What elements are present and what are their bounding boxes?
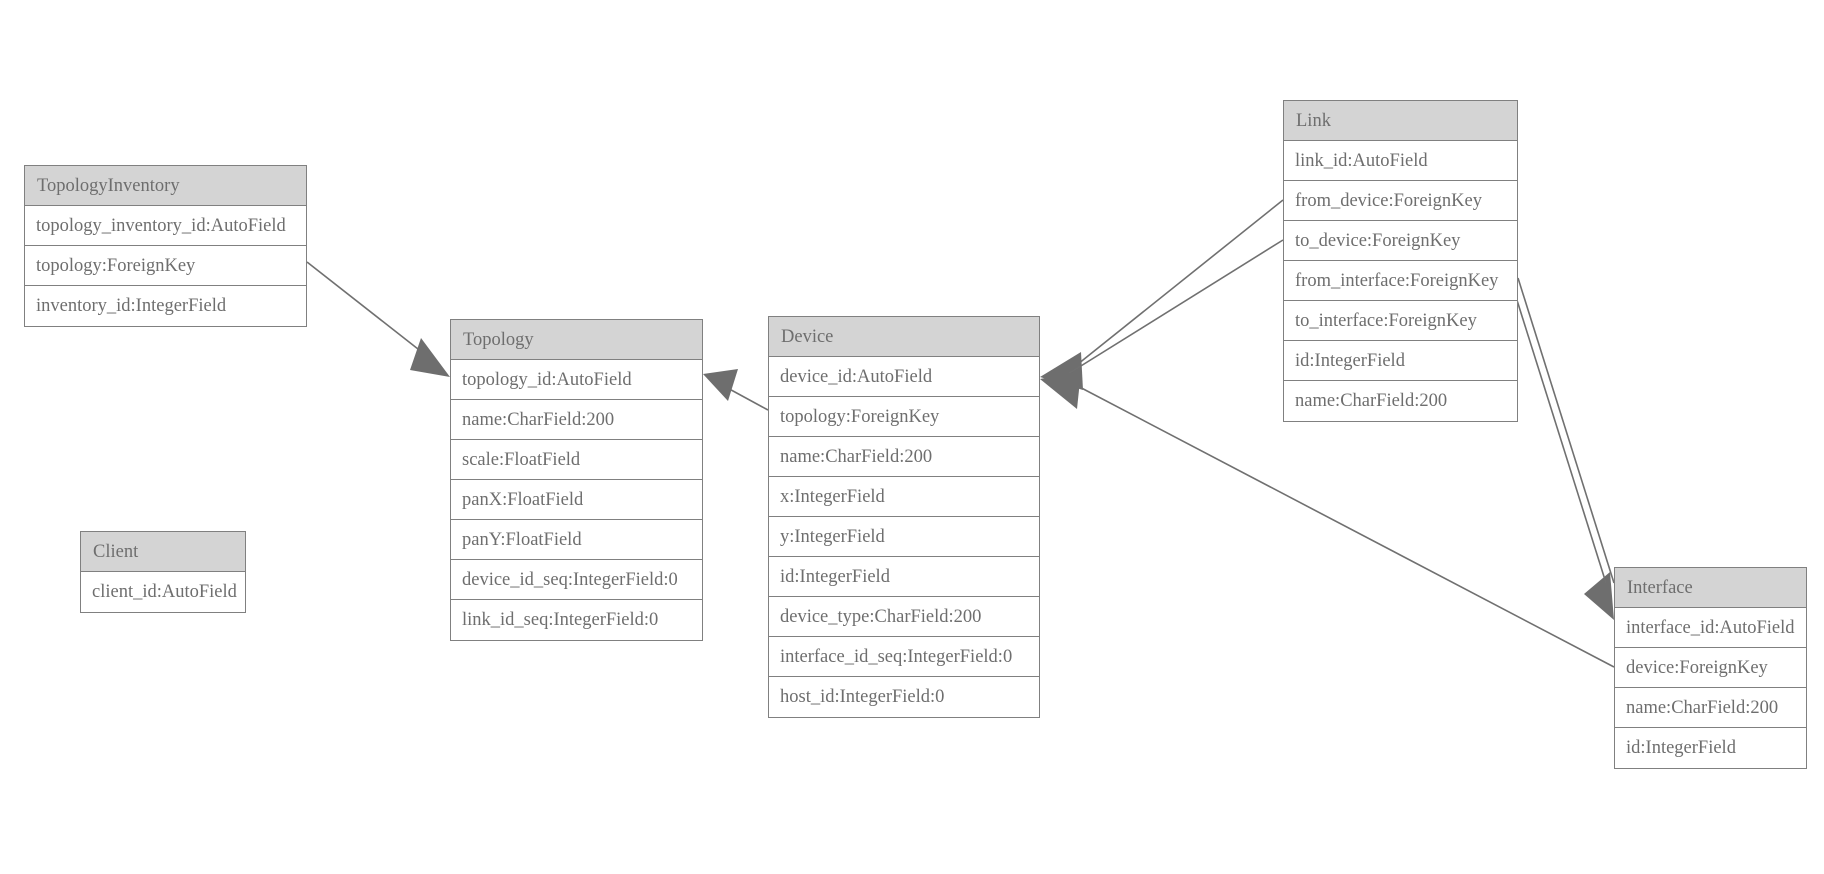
entity-title: Client [81,532,245,572]
entity-fields: device_id:AutoField topology:ForeignKey … [769,357,1039,717]
entity-field: link_id_seq:IntegerField:0 [462,610,659,630]
entity-title: Device [769,317,1039,357]
entity-field: host_id:IntegerField:0 [780,687,945,707]
entity-field: from_interface:ForeignKey [1284,261,1517,301]
entity-title: Link [1284,101,1517,141]
entity-field: topology:ForeignKey [769,397,1039,437]
entity-client[interactable]: Client client_id:AutoField [80,531,246,613]
entity-title: Interface [1615,568,1806,608]
entity-field: name:CharField:200 [1615,688,1806,728]
entity-field: id:IntegerField [1284,341,1517,381]
entity-field: name:CharField:200 [769,437,1039,477]
entity-fields: topology_id:AutoField name:CharField:200… [451,360,702,640]
entity-field: x:IntegerField [769,477,1039,517]
entity-field: to_interface:ForeignKey [1284,301,1517,341]
entity-field: name:CharField:200 [451,400,702,440]
entity-fields: topology_inventory_id:AutoField topology… [25,206,306,326]
entity-title: Topology [451,320,702,360]
entity-field: client_id:AutoField [92,582,237,602]
entity-field: device:ForeignKey [1615,648,1806,688]
entity-field: link_id:AutoField [1284,141,1517,181]
entity-fields: client_id:AutoField [81,572,245,612]
entity-field: panY:FloatField [451,520,702,560]
entity-field: scale:FloatField [451,440,702,480]
entity-topology[interactable]: Topology topology_id:AutoField name:Char… [450,319,703,641]
edge-link-to_device-device [1067,239,1284,375]
entity-field: device_id:AutoField [769,357,1039,397]
entity-device[interactable]: Device device_id:AutoField topology:Fore… [768,316,1040,718]
edge-topologyinventory-topology [306,261,450,377]
entity-field: device_type:CharField:200 [769,597,1039,637]
entity-field: inventory_id:IntegerField [36,296,227,316]
edge-device-topology [703,369,769,411]
entity-field: interface_id:AutoField [1615,608,1806,648]
entity-interface[interactable]: Interface interface_id:AutoField device:… [1614,567,1807,769]
entity-field: device_id_seq:IntegerField:0 [451,560,702,600]
edge-link-from_device-device [1040,199,1284,390]
entity-field: topology:ForeignKey [25,246,306,286]
entity-field: id:IntegerField [1626,738,1736,758]
entity-field: panX:FloatField [451,480,702,520]
edge-link-to_interface-interface [1509,277,1607,584]
entity-topologyinventory[interactable]: TopologyInventory topology_inventory_id:… [24,165,307,327]
entity-field: from_device:ForeignKey [1284,181,1517,221]
entity-title: TopologyInventory [25,166,306,206]
edge-link-from_interface-interface [1517,277,1615,620]
entity-field: id:IntegerField [769,557,1039,597]
entity-field: topology_id:AutoField [451,360,702,400]
entity-fields: link_id:AutoField from_device:ForeignKey… [1284,141,1517,421]
entity-field: interface_id_seq:IntegerField:0 [769,637,1039,677]
entity-link[interactable]: Link link_id:AutoField from_device:Forei… [1283,100,1518,422]
entity-field: name:CharField:200 [1295,391,1448,411]
entity-field: y:IntegerField [769,517,1039,557]
entity-field: to_device:ForeignKey [1284,221,1517,261]
entity-field: topology_inventory_id:AutoField [25,206,306,246]
entity-fields: interface_id:AutoField device:ForeignKey… [1615,608,1806,768]
